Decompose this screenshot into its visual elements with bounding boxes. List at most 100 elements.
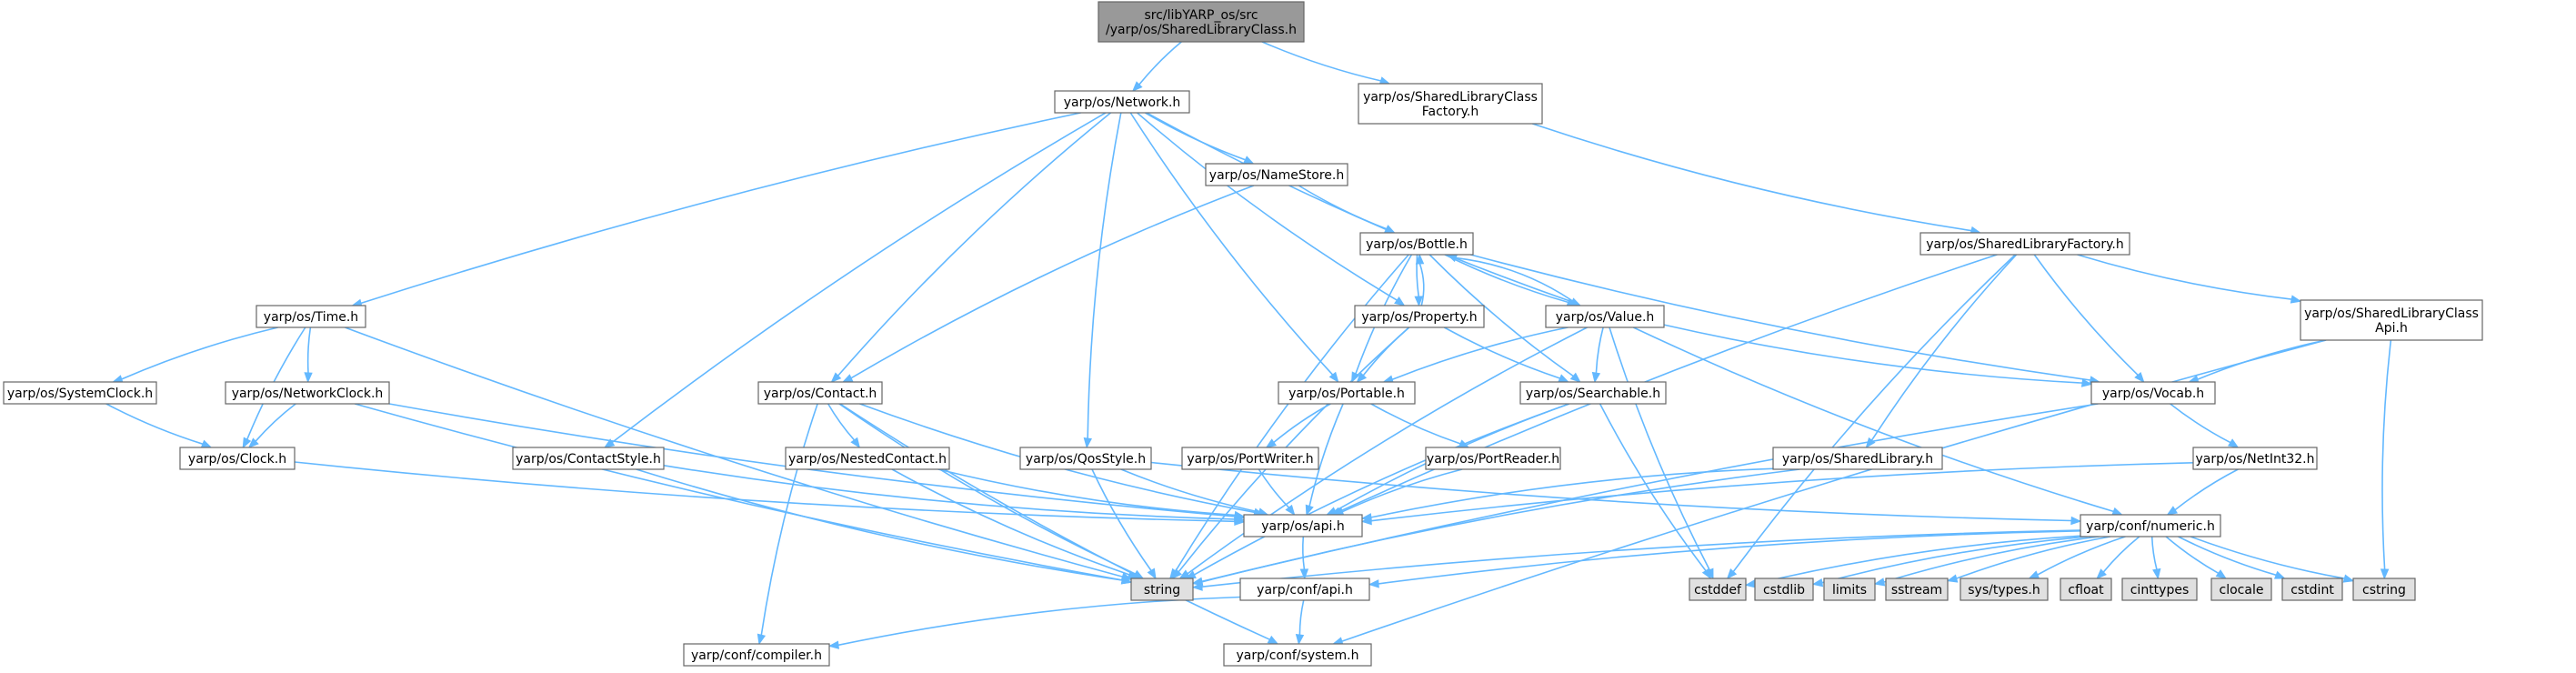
edge-line <box>1821 536 2088 584</box>
node-clock[interactable]: yarp/os/Clock.h <box>179 447 296 470</box>
node-box <box>2192 447 2318 470</box>
edge-qosstyle-to-string <box>1091 468 1157 580</box>
edge-line <box>1137 112 1398 301</box>
node-portreader[interactable]: yarp/os/PortReader.h <box>1425 447 1561 470</box>
arrowhead-icon <box>1415 253 1425 265</box>
edge-network-to-contact <box>830 112 1112 383</box>
node-box <box>785 447 950 470</box>
edge-line <box>1341 339 2327 642</box>
edge-line <box>1370 403 1461 445</box>
node-system[interactable]: yarp/conf/system.h <box>1223 643 1372 667</box>
edge-line <box>1418 263 1425 306</box>
edge-time-to-sysclock <box>112 326 278 384</box>
arrowhead-icon <box>1558 374 1569 383</box>
arrowhead-icon <box>1328 371 1339 384</box>
edge-portable-to-portwriter <box>1265 403 1331 448</box>
arrowhead-icon <box>1414 296 1423 307</box>
node-searchable[interactable]: yarp/os/Searchable.h <box>1519 381 1667 405</box>
node-sharedlib[interactable]: yarp/os/SharedLibrary.h <box>1772 447 1943 470</box>
node-label: yarp/os/Searchable.h <box>1526 387 1660 401</box>
edge-property-to-portable <box>1356 326 1410 383</box>
edge-line <box>2190 536 2345 579</box>
node-value[interactable]: yarp/os/Value.h <box>1545 305 1665 328</box>
node-numeric[interactable]: yarp/conf/numeric.h <box>2080 514 2221 537</box>
edge-line <box>1883 536 2100 583</box>
node-label: Factory.h <box>1422 105 1478 119</box>
node-label: sstream <box>1891 583 1942 598</box>
edge-line <box>1298 599 1305 636</box>
edge-numeric-to-limits <box>1873 536 2100 587</box>
node-netint32[interactable]: yarp/os/NetInt32.h <box>2192 447 2318 470</box>
edge-line <box>1194 403 1569 576</box>
edge-line <box>255 403 296 442</box>
edge-netint32-to-numeric <box>2166 468 2239 516</box>
arrowhead-icon <box>304 372 313 384</box>
node-namestore[interactable]: yarp/os/NameStore.h <box>1205 163 1348 186</box>
edge-contactstyle-to-string <box>636 468 1133 585</box>
arrowhead-icon <box>2096 568 2107 579</box>
node-contactstyle[interactable]: yarp/os/ContactStyle.h <box>512 447 665 470</box>
node-box <box>1823 578 1876 601</box>
edge-line <box>636 468 1123 581</box>
node-root[interactable]: src/libYARP_os/src/yarp/os/SharedLibrary… <box>1098 1 1305 43</box>
edge-netclock-to-string <box>354 403 1133 585</box>
node-label: cstring <box>2362 583 2406 598</box>
edge-netint32-to-api <box>1360 462 2194 526</box>
edge-line <box>2165 536 2220 574</box>
node-qosstyle[interactable]: yarp/os/QosStyle.h <box>1019 447 1152 470</box>
edge-line <box>105 403 204 445</box>
node-time[interactable]: yarp/os/Time.h <box>256 305 366 328</box>
edge-line <box>345 326 1123 578</box>
node-label: yarp/os/NetworkClock.h <box>232 387 384 401</box>
edge-bottle-to-searchable <box>1428 254 1581 383</box>
arrowhead-icon <box>200 439 213 448</box>
edge-line <box>827 403 856 441</box>
edge-nestedcontact-to-api <box>937 468 1246 520</box>
edge-slfactory-to-cstddef <box>1726 254 2016 580</box>
node-label: yarp/os/Time.h <box>264 310 358 325</box>
edge-line <box>1308 403 1344 507</box>
edge-line <box>2178 536 2277 577</box>
node-sysclock[interactable]: yarp/os/SystemClock.h <box>3 381 157 405</box>
edge-line <box>1175 254 1409 572</box>
node-nestedcontact[interactable]: yarp/os/NestedContact.h <box>785 447 950 470</box>
node-network[interactable]: yarp/os/Network.h <box>1054 90 1190 114</box>
node-contact[interactable]: yarp/os/Contact.h <box>757 381 883 405</box>
node-box <box>1425 447 1561 470</box>
arrowhead-icon <box>1171 568 1182 579</box>
node-systypes: sys/types.h <box>1960 578 2049 601</box>
node-compiler[interactable]: yarp/conf/compiler.h <box>683 643 830 667</box>
node-bottle[interactable]: yarp/os/Bottle.h <box>1359 232 1474 256</box>
arrowhead-icon <box>1299 568 1309 580</box>
node-confapi[interactable]: yarp/conf/api.h <box>1239 578 1370 601</box>
edge-line <box>1298 185 1387 230</box>
arrowhead-icon <box>757 633 767 646</box>
edge-nestedcontact-to-string <box>891 468 1139 579</box>
node-box <box>1519 381 1667 405</box>
node-label: /yarp/os/SharedLibraryClass.h <box>1106 23 1297 37</box>
node-slfactory[interactable]: yarp/os/SharedLibraryFactory.h <box>1919 232 2130 256</box>
arrowhead-icon <box>1178 569 1190 579</box>
node-box <box>1054 90 1190 114</box>
node-api[interactable]: yarp/os/api.h <box>1243 514 1363 537</box>
node-netclock[interactable]: yarp/os/NetworkClock.h <box>225 381 390 405</box>
node-portwriter[interactable]: yarp/os/PortWriter.h <box>1181 447 1319 470</box>
arrowhead-icon <box>1305 504 1314 517</box>
node-label: yarp/conf/system.h <box>1237 648 1359 663</box>
edge-vocab-to-netint32 <box>2170 403 2240 448</box>
node-property[interactable]: yarp/os/Property.h <box>1354 305 1485 328</box>
node-clocale: clocale <box>2210 578 2272 601</box>
node-vocab[interactable]: yarp/os/Vocab.h <box>2090 381 2216 405</box>
edge-slfactory-to-slcapi <box>2077 254 2302 304</box>
arrowhead-icon <box>1811 578 1824 588</box>
node-cstring: cstring <box>2352 578 2416 601</box>
edge-sysclock-to-clock <box>105 403 213 448</box>
edge-numeric-to-cinttypes <box>2150 536 2161 580</box>
node-box <box>1754 578 1814 601</box>
edge-line <box>1663 324 2083 384</box>
node-label: yarp/conf/api.h <box>1257 583 1353 598</box>
node-portable[interactable]: yarp/os/Portable.h <box>1278 381 1416 405</box>
edge-line <box>1150 461 2072 522</box>
